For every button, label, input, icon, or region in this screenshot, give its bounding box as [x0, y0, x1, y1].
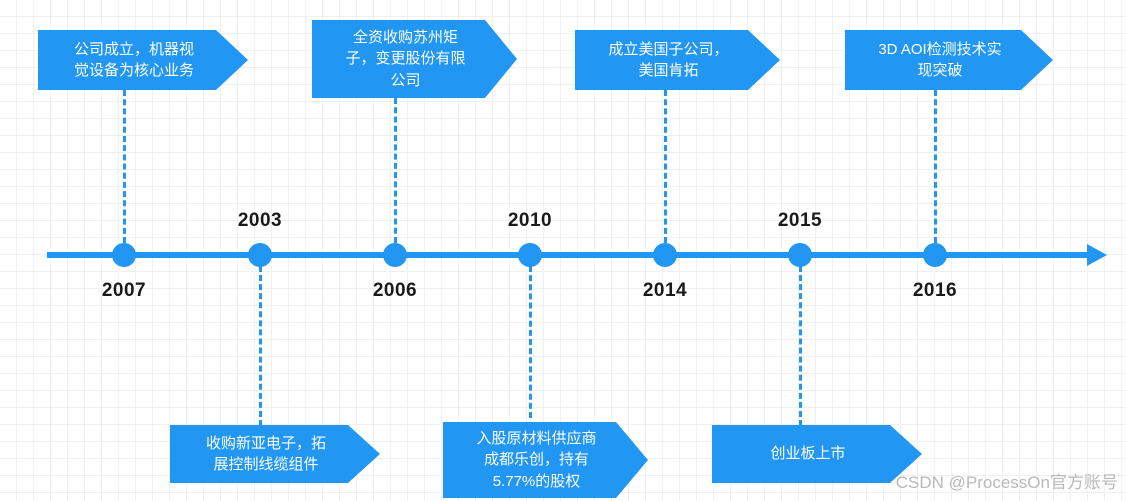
connector-line-2014 [664, 90, 667, 243]
timeline-node-2006[interactable] [383, 243, 407, 267]
timeline-node-2003[interactable] [248, 243, 272, 267]
event-callout-2014[interactable]: 成立美国子公司， 美国肯拓 [575, 30, 780, 90]
year-label-2014: 2014 [642, 280, 688, 301]
timeline-node-2015[interactable] [788, 243, 812, 267]
connector-line-2007 [123, 90, 126, 243]
event-callout-2010[interactable]: 入股原材料供应商 成都乐创，持有 5.77%的股权 [443, 422, 648, 498]
connector-line-2010 [529, 266, 532, 418]
year-label-2010: 2010 [507, 210, 553, 231]
watermark-text: CSDN @ProcessOn官方账号 [895, 473, 1118, 492]
year-label-2007: 2007 [101, 280, 147, 301]
year-label-2016: 2016 [912, 280, 958, 301]
connector-line-2006 [394, 98, 397, 243]
event-callout-2006[interactable]: 全资收购苏州矩 子，变更股份有限 公司 [312, 20, 517, 98]
timeline-node-2007[interactable] [112, 243, 136, 267]
event-callout-2007[interactable]: 公司成立，机器视 觉设备为核心业务 [38, 30, 248, 90]
event-callout-2015[interactable]: 创业板上市 [712, 425, 922, 483]
event-callout-2016[interactable]: 3D AOI检测技术实 现突破 [845, 30, 1053, 90]
year-label-2003: 2003 [237, 210, 283, 231]
timeline-node-2010[interactable] [518, 243, 542, 267]
connector-line-2016 [934, 90, 937, 243]
connector-line-2015 [799, 266, 802, 426]
timeline-axis-line [47, 252, 1095, 258]
timeline-node-2014[interactable] [653, 243, 677, 267]
event-callout-2003[interactable]: 收购新亚电子，拓 展控制线缆组件 [170, 425, 380, 483]
timeline-node-2016[interactable] [923, 243, 947, 267]
timeline-axis-arrowhead [1087, 244, 1107, 266]
year-label-2006: 2006 [372, 280, 418, 301]
year-label-2015: 2015 [777, 210, 823, 231]
connector-line-2003 [259, 266, 262, 426]
